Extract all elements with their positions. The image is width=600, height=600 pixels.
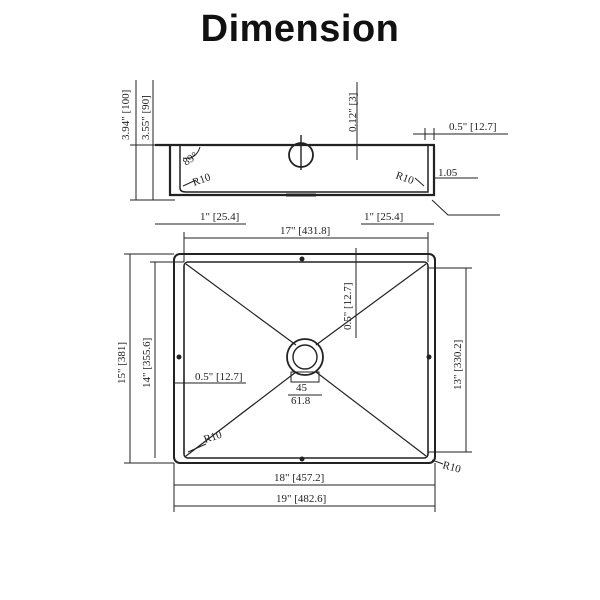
radius-leader-right [414, 177, 425, 187]
page-title: Dimension [200, 8, 400, 50]
mount-dot-left [176, 354, 182, 360]
drain-outer-label: 61.8 [291, 395, 311, 407]
drain-offset-label: 0.12" [3] [347, 93, 359, 132]
drain-outer-circle [286, 338, 324, 376]
bottom-right-leader [431, 199, 500, 216]
mount-dot-top [299, 256, 305, 262]
bowl-depth-label: 3.55" [90] [140, 95, 152, 140]
crease-line-top-left [185, 263, 297, 346]
rim-offset-label: 0.5" [12.7] [195, 371, 243, 383]
corner-radius-inner-leader [187, 443, 207, 453]
sink-inner-bowl [183, 261, 429, 459]
corner-radius-right-label: R10 [394, 170, 416, 188]
side-view: 89° R10 R10 3.94" [100] 3.55" [90] 0.12"… [120, 80, 508, 225]
corner-radius-inner-label: R10 [202, 429, 224, 446]
mount-dot-right [426, 354, 432, 360]
angle-arc [182, 146, 201, 159]
crease-line-bottom-left [185, 371, 297, 457]
inner-width-label: 17" [431.8] [280, 225, 330, 237]
mount-dot-bottom [299, 456, 305, 462]
flange-right-label: 1" [25.4] [364, 211, 403, 223]
inner-length-label: 14" [355.6] [141, 338, 153, 388]
drain-inner-label: 45 [296, 382, 308, 394]
wall-thickness-label: 1.05 [438, 167, 458, 179]
sink-outer-rim [173, 253, 436, 464]
drain-dim-box [290, 371, 320, 383]
side-height-label: 13" [330.2] [452, 340, 464, 390]
corner-radius-outer-leader [431, 459, 444, 465]
outer-height-label: 15" [381] [116, 342, 128, 384]
corner-radius-outer-label: R10 [441, 459, 462, 475]
top-view: 45 61.8 17" [431.8] 0.5" [12.7] 15" [381… [116, 225, 472, 512]
corner-radius-left-label: R10 [191, 171, 213, 189]
sink-inner-wall [179, 146, 429, 193]
overall-width-label: 19" [482.6] [276, 493, 326, 505]
rim-width-label: 18" [457.2] [274, 472, 324, 484]
rim-depth-label: 0.5" [12.7] [342, 282, 354, 330]
radius-leader-left [182, 179, 197, 187]
overall-height-label: 3.94" [100] [120, 90, 132, 140]
flange-left-label: 1" [25.4] [200, 211, 239, 223]
drain-inner-circle [292, 344, 318, 370]
crease-line-bottom-right [315, 371, 427, 457]
sink-side-profile [168, 146, 436, 197]
flange-thickness-label: 0.5" [12.7] [449, 121, 497, 133]
crease-line-top-right [315, 263, 427, 346]
